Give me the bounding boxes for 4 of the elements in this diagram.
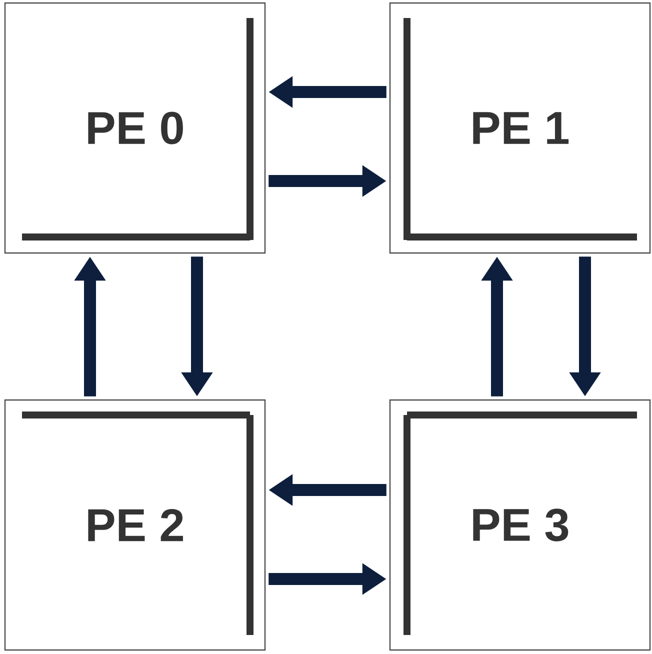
pe-box: PE 1 xyxy=(389,2,651,254)
pe-box: PE 0 xyxy=(4,2,266,254)
pe-box: PE 2 xyxy=(4,399,266,651)
pe-box: PE 3 xyxy=(389,399,651,651)
